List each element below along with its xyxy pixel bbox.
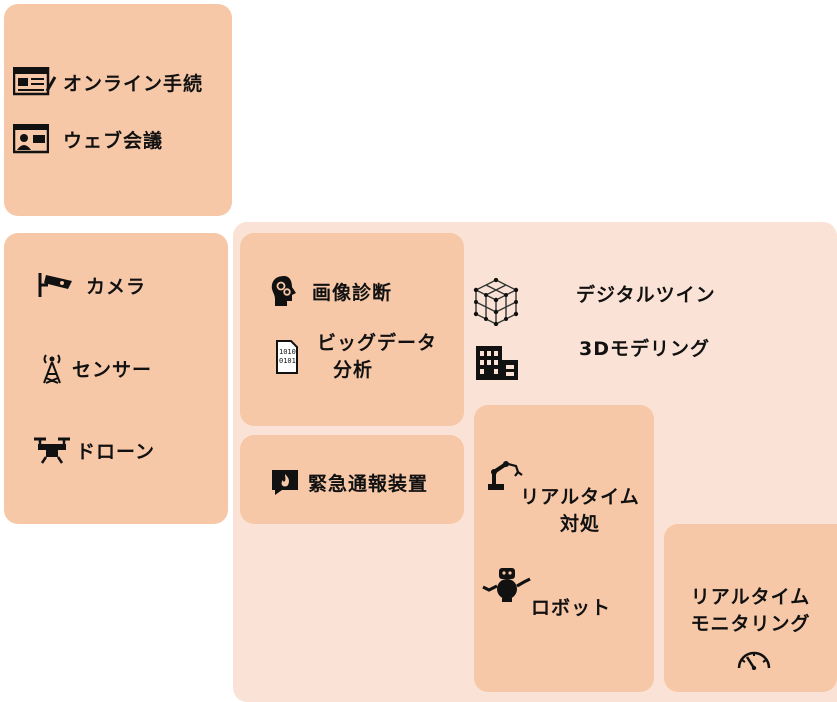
image-diagnosis-label: 画像診断 [312, 281, 393, 304]
video-conference-icon [13, 124, 49, 154]
binary-file-icon: 1010 0101 [276, 340, 298, 374]
sensor-item: センサー [38, 352, 152, 384]
online-procedure-label: オンライン手続 [63, 72, 204, 95]
realtime-response-box [474, 405, 654, 692]
drone-icon [32, 435, 72, 465]
big-data-label: ビッグデータ 分析 [316, 332, 437, 381]
emergency-alert-label: 緊急通報装置 [308, 472, 429, 495]
analysis-box [240, 233, 464, 426]
drone-item: ドローン [32, 435, 155, 465]
image-diagnosis-item: 画像診断 [270, 275, 392, 307]
3d-modeling-label: 3Dモデリング [579, 338, 710, 360]
camera-item: カメラ [38, 271, 146, 299]
sensor-tower-icon [38, 352, 66, 384]
realtime-response-label: リアルタイム 対処 [520, 486, 640, 535]
building-icon [474, 344, 520, 382]
svg-text:1010: 1010 [279, 348, 296, 356]
robot-label: ロボット [531, 597, 612, 619]
svg-text:0101: 0101 [279, 357, 296, 365]
web-meeting-label: ウェブ会議 [63, 129, 164, 152]
realtime-monitoring-label: リアルタイム モニタリング [690, 586, 811, 635]
security-camera-icon [38, 271, 74, 299]
drone-label: ドローン [76, 440, 156, 463]
web-meeting-item: ウェブ会議 [13, 124, 163, 154]
robot-arm-icon [486, 458, 526, 492]
browser-form-icon [13, 67, 57, 97]
emergency-alert-item: 緊急通報装置 [270, 468, 428, 496]
online-procedure-item: オンライン手続 [13, 67, 203, 97]
robot-icon [480, 566, 534, 602]
camera-label: カメラ [86, 275, 147, 298]
online-services-box [4, 4, 232, 216]
3d-cube-icon [473, 278, 519, 326]
digital-twin-label: デジタルツイン [576, 284, 716, 306]
brain-head-icon [270, 275, 298, 307]
gauge-icon [736, 646, 772, 670]
alert-fire-icon [270, 468, 300, 496]
sensor-label: センサー [72, 358, 153, 381]
